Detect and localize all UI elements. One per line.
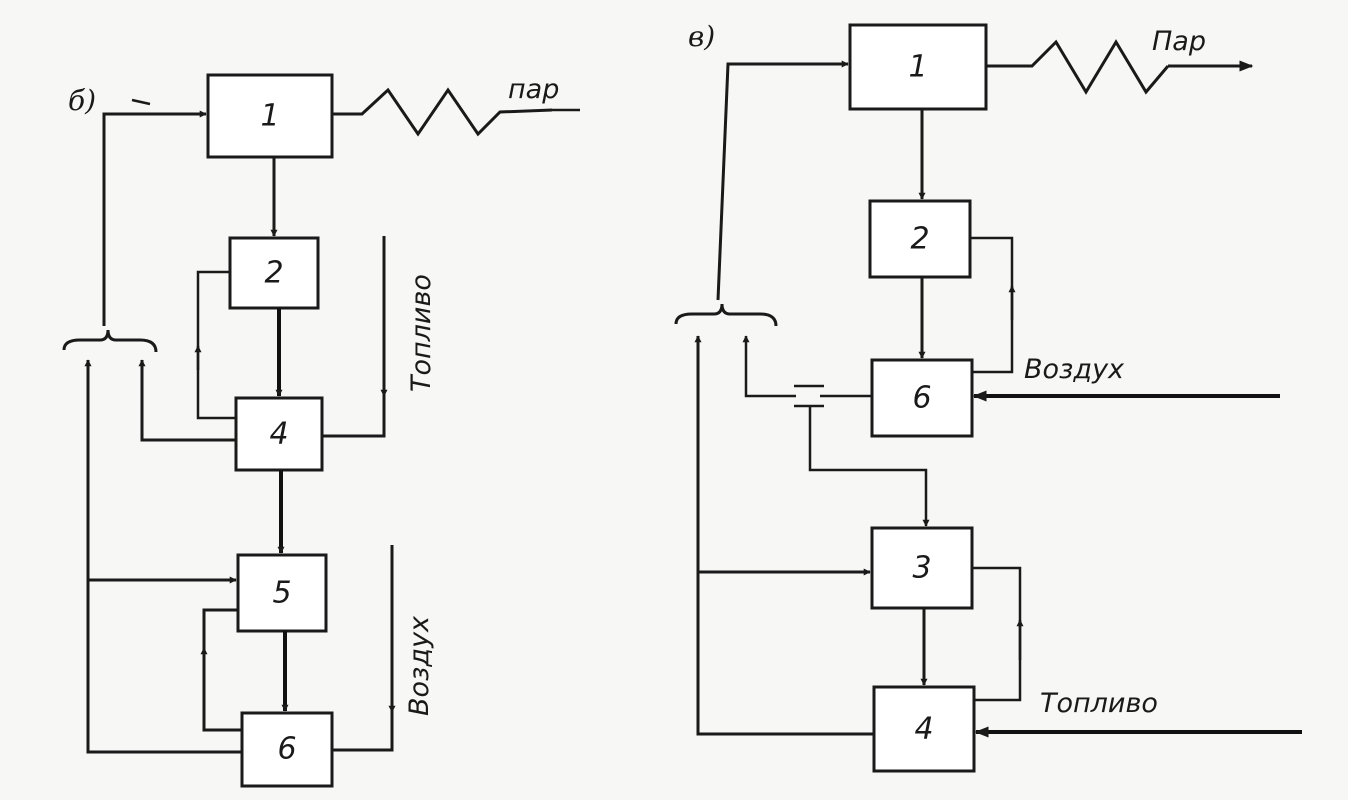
panel-v-steam-coil (986, 39, 1170, 95)
panel-v-air-label: Воздух (1024, 354, 1125, 385)
panel-b-air-line (332, 712, 394, 752)
panel-b-block-4: 4 (234, 396, 324, 472)
panel-v-block-1-number: 1 (908, 50, 927, 85)
panel-b-block-1-number: 1 (260, 99, 279, 134)
panel-v-fuel-label: Топливо (1040, 688, 1158, 719)
panel-b-block-2: 2 (228, 236, 320, 310)
panel-v-block-2-number: 2 (910, 222, 929, 257)
panel-v-label: в) (688, 20, 715, 53)
panel-b-block-5-number: 5 (272, 576, 291, 611)
panel-v-steam-label: Пар (1152, 26, 1206, 57)
panel-b-feedback-6-to-5 (202, 608, 242, 732)
panel-v-block-4: 4 (872, 685, 976, 773)
panel-b-fuel-label: Топливо (406, 274, 437, 392)
panel-b-block-6-number: 6 (277, 732, 296, 767)
panel-v-block-3: 3 (870, 526, 974, 610)
panel-v-block-2: 2 (868, 199, 972, 279)
panel-b-block-2-number: 2 (264, 256, 283, 291)
panel-b-signal-4-to-summator (138, 359, 236, 442)
panel-b-fuel-line (322, 396, 386, 438)
panel-b: б) 1 2 4 5 6 пар (62, 73, 580, 788)
panel-v-signal-6-to-summator (742, 335, 796, 398)
panel-b-air-label: Воздух (404, 615, 435, 716)
panel-v-summator-brace (674, 303, 778, 327)
panel-b-summator-brace (62, 329, 158, 353)
panel-v-signal-4-to-summator (694, 335, 874, 736)
panel-b-steam-coil (332, 87, 553, 137)
panel-b-label: б) (68, 84, 96, 117)
panel-v-block-1: 1 (848, 23, 988, 111)
panel-b-block-1: 1 (206, 73, 334, 159)
panel-b-signal-6-to-summator (84, 359, 242, 754)
panel-v-block-3-number: 3 (912, 551, 931, 586)
panel-v-feedback-6-to-2 (970, 236, 1014, 374)
panel-b-steam-label: пар (508, 74, 559, 105)
panel-b-block-6: 6 (240, 711, 334, 788)
panel-v-transducer-symbol (794, 384, 930, 527)
panel-b-block-4-number: 4 (269, 417, 288, 452)
panel-b-block-5: 5 (236, 553, 328, 633)
panel-v-block-6: 6 (870, 358, 974, 438)
panel-v-block-4-number: 4 (914, 712, 933, 747)
panel-b-tick-mark (131, 98, 151, 106)
panel-v: в) 1 2 6 3 4 Пар (674, 20, 1302, 773)
panel-v-main-loop (716, 60, 849, 301)
panel-v-block-6-number: 6 (912, 381, 931, 416)
panel-b-feedback-4-to-2 (196, 270, 236, 420)
panel-v-feedback-4-to-3 (972, 566, 1022, 702)
panel-b-main-loop (102, 110, 207, 326)
